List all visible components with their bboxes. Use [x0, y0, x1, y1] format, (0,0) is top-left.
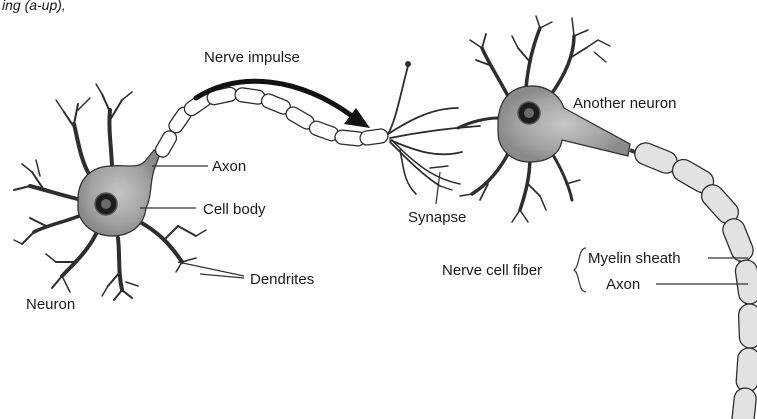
neuron-label: Neuron	[26, 296, 75, 313]
axon-label: Axon	[212, 158, 246, 175]
synapse-terminals	[388, 62, 480, 195]
myelin-sheath-label: Myelin sheath	[588, 250, 681, 267]
synapse-label: Synapse	[408, 209, 466, 226]
dendrites-leader-1	[178, 262, 244, 276]
nerve-impulse-label: Nerve impulse	[204, 49, 300, 66]
cell-body-label: Cell body	[203, 201, 266, 218]
header-fragment: ing (a-up),	[2, 0, 66, 13]
dendrites-label: Dendrites	[250, 271, 314, 288]
nerve-fiber-segments	[630, 140, 757, 419]
left-cell-body	[78, 150, 160, 236]
fiber-brace	[574, 248, 586, 292]
another-neuron-label: Another neuron	[573, 95, 676, 112]
nerve-cell-fiber-label: Nerve cell fiber	[442, 262, 542, 279]
axon-fiber-label: Axon	[606, 276, 640, 293]
right-neuron	[458, 16, 630, 222]
